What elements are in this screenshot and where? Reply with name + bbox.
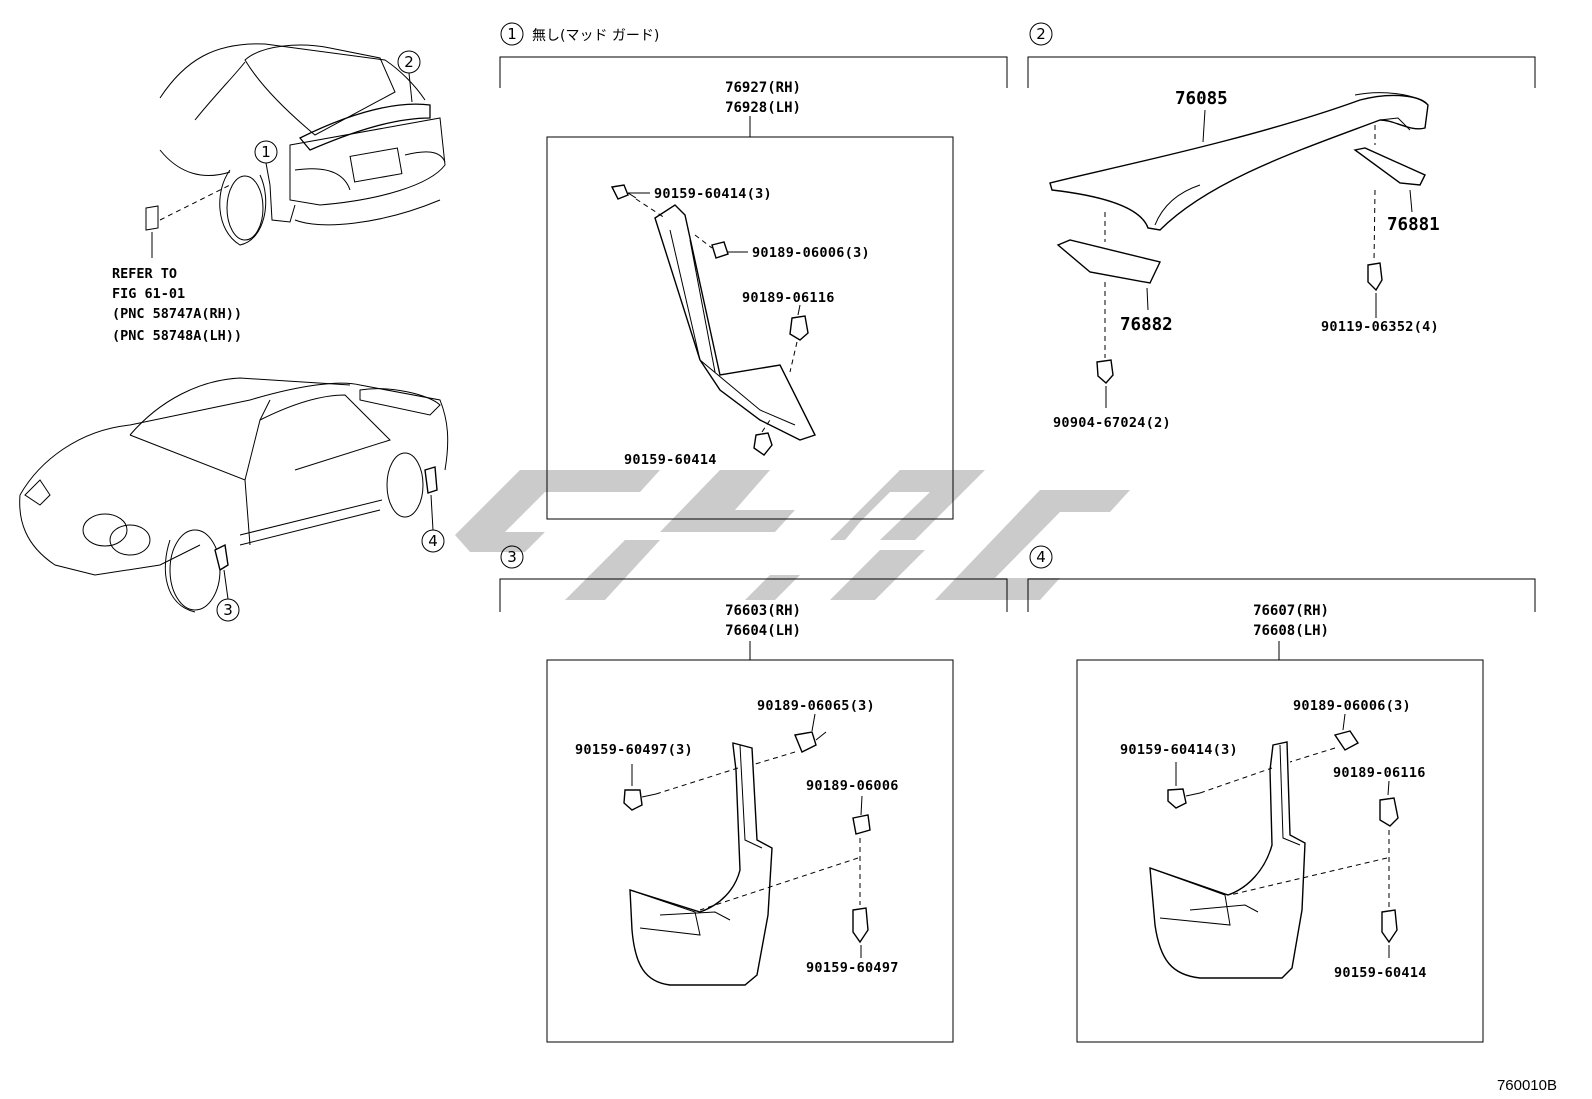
callout-1-rear: 1 [254,140,278,186]
section-1-caption: 無し(マッド ガード) [532,28,659,44]
part-76604-label: 76604(LH) [725,623,801,639]
screw-icon [1381,909,1398,944]
callout-2-rear: 2 [397,50,421,103]
section-4-frame [1076,659,1484,1043]
part-76603-label: 76603(RH) [725,603,801,619]
section-2: 2 76085 76881 90119-06352(4) 76882 90904… [1027,22,1536,431]
svg-text:FIG 61-01: FIG 61-01 [112,286,185,302]
front-car-illustration [19,377,449,613]
callout-3-front: 3 [216,569,240,622]
section-1-frame [546,136,954,520]
section-4-number: 4 [1036,548,1046,566]
part-90119-06352-4-label: 90119-06352(4) [1321,319,1439,335]
part-90189-06006-label: 90189-06006 [806,778,899,794]
part-90159-60497-3-label: 90159-60497(3) [575,742,693,758]
screw-icon [753,432,773,456]
bolt-icon [1096,359,1114,384]
part-76882-label: 76882 [1120,315,1173,335]
nut-icon [794,731,817,753]
nut-icon [852,814,871,835]
section-4: 4 76607(RH) 76608(LH) 90189-06006(3) 901… [1027,545,1536,1043]
callout-2-number: 2 [404,53,414,71]
callout-4-front: 4 [421,494,445,553]
part-76085-label: 76085 [1175,89,1228,109]
refer-note: REFER TO FIG 61-01 (PNC 58747A(RH)) (PNC… [112,266,242,344]
callout-1-number: 1 [261,143,271,161]
screw-icon [610,184,629,200]
part-76608-label: 76608(LH) [1253,623,1329,639]
mudflap-front [629,742,773,986]
section-2-number: 2 [1036,25,1046,43]
section-3-frame [546,659,954,1043]
clip-icon [789,315,809,341]
section-1: 1 無し(マッド ガード) 76927(RH) 76928(LH) 90159-… [499,22,1008,520]
callout-3-number: 3 [223,601,233,619]
part-90159-60497-label: 90159-60497 [806,960,899,976]
watermark-logo [455,470,1130,600]
section-3-number: 3 [507,548,517,566]
bracket-76881 [1353,147,1426,186]
nut-icon [1333,730,1360,751]
part-90189-06065-3-label: 90189-06065(3) [757,698,875,714]
figure-code: 760010B [1497,1077,1557,1094]
part-76881-label: 76881 [1387,215,1440,235]
svg-text:(PNC 58747A(RH)): (PNC 58747A(RH)) [112,306,242,322]
part-76928-label: 76928(LH) [725,100,801,116]
bracket-76882 [1056,239,1162,284]
part-90189-06006-3-label: 90189-06006(3) [752,245,870,261]
clip-icon [1379,797,1399,827]
bolt-icon [1367,262,1383,292]
screw-icon [623,789,643,811]
section-1-number: 1 [507,25,517,43]
screw-icon [1167,788,1187,809]
mudflap-rear [1149,741,1306,979]
svg-text:REFER TO: REFER TO [112,266,177,282]
part-90189-06006-3-label: 90189-06006(3) [1293,698,1411,714]
part-90159-60414-3-label: 90159-60414(3) [654,186,772,202]
screw-icon [852,907,869,944]
section-3: 3 76603(RH) 76604(LH) 90189-06065(3) 901… [499,545,1008,1043]
svg-text:(PNC 58748A(LH)): (PNC 58748A(LH)) [112,328,242,344]
part-90159-60414-label: 90159-60414 [624,452,717,468]
part-90904-67024-2-label: 90904-67024(2) [1053,415,1171,431]
part-76927-label: 76927(RH) [725,80,801,96]
callout-4-number: 4 [428,532,438,550]
part-76607-label: 76607(RH) [1253,603,1329,619]
part-90189-06116-label: 90189-06116 [742,290,835,306]
rear-car-illustration [145,43,446,258]
nut-icon [711,241,729,259]
part-90159-60414-label: 90159-60414 [1334,965,1427,981]
part-90189-06116-label: 90189-06116 [1333,765,1426,781]
rear-spoiler [1049,94,1429,231]
part-90159-60414-3-label: 90159-60414(3) [1120,742,1238,758]
